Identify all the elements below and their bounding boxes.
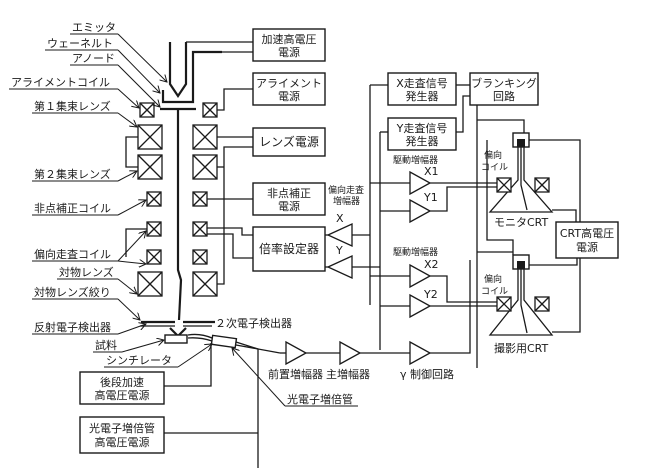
lens-ps-box: レンズ電源: [252, 127, 326, 157]
photo-crt: [488, 254, 554, 336]
emitter-shape: [168, 42, 188, 98]
scan-coil-upper-right: [192, 221, 208, 237]
scintillator-shape: [210, 334, 238, 349]
svg-text:発生器: 発生器: [406, 134, 439, 148]
alignment-coil-left: [139, 102, 155, 118]
label-objective-aperture: 対物レンズ絞り: [34, 285, 111, 299]
label-se-detector: ２次電子検出器: [215, 316, 292, 330]
label-specimen: 試料: [95, 338, 117, 352]
svg-text:Y走査信号: Y走査信号: [396, 121, 448, 135]
label-scan-amp: 偏向走査: [328, 184, 364, 196]
stigmator-coil-right: [192, 191, 208, 207]
label-y1: Y1: [423, 191, 438, 204]
x-scan-gen-box: X走査信号 発生器: [387, 72, 457, 106]
svg-text:電源: 電源: [278, 45, 300, 59]
gamma-control: [409, 340, 432, 366]
svg-text:高電圧電源: 高電圧電源: [95, 435, 150, 449]
preamp: [285, 340, 308, 366]
svg-text:電源: 電源: [278, 199, 300, 213]
label-y2: Y2: [423, 288, 438, 301]
svg-text:後段加速: 後段加速: [100, 375, 144, 389]
svg-text:光電子増倍管: 光電子増倍管: [89, 421, 155, 435]
left-labels: エミッタ ウェーネルト アノード アライメントコイル 第１集束レンズ 第２集束レ…: [9, 21, 212, 368]
crt-hv-box: CRT高電圧 電源: [555, 221, 619, 259]
objective-lens-right: [192, 271, 218, 297]
svg-text:倍率設定器: 倍率設定器: [259, 241, 319, 256]
specimen-shape: [164, 334, 188, 344]
svg-text:非点補正: 非点補正: [267, 187, 311, 200]
svg-text:回路: 回路: [493, 90, 515, 103]
scan-amp-x: [326, 222, 353, 248]
wehnelt-shape: [161, 50, 222, 104]
svg-text:発生器: 発生器: [406, 89, 439, 103]
svg-text:電源: 電源: [576, 240, 598, 254]
second-condenser-right: [192, 154, 218, 180]
label-x1: X1: [424, 165, 439, 178]
blanking-box: ブランキング 回路: [469, 72, 539, 106]
alignment-ps-box: アライメント 電源: [252, 72, 326, 106]
label-deflection-coil-2: 偏向: [484, 273, 502, 285]
label-objective-lens: 対物レンズ: [59, 265, 114, 279]
accel-hv-box: 加速高電圧 電源: [252, 28, 326, 62]
stigmator-coil-left: [146, 191, 162, 207]
scan-coil-lower-left: [146, 249, 162, 265]
label-scan-coil: 偏向走査コイル: [34, 247, 111, 261]
objective-lens-left: [137, 271, 163, 297]
svg-text:加速高電圧: 加速高電圧: [262, 32, 317, 46]
svg-text:高電圧電源: 高電圧電源: [95, 388, 150, 402]
electron-beam: [176, 109, 183, 321]
main-amp: [339, 340, 362, 366]
first-condenser-left: [137, 124, 163, 150]
scan-amp-y: [326, 254, 353, 280]
label-preamp: 前置増幅器: [268, 367, 323, 381]
label-deflection-coil-1: 偏向: [484, 149, 502, 161]
scan-coil-upper-left: [146, 221, 162, 237]
alignment-coil-right: [202, 102, 218, 118]
stig-ps-box: 非点補正 電源: [252, 182, 326, 216]
electron-gun: [160, 41, 222, 111]
label-gamma: γ 制御回路: [400, 367, 454, 381]
label-wehnelt: ウェーネルト: [47, 37, 113, 50]
svg-text:コイル: コイル: [481, 287, 508, 297]
label-main-amp: 主増幅器: [326, 368, 370, 381]
first-condenser-right: [192, 124, 218, 150]
label-anode: アノード: [72, 52, 115, 65]
svg-text:CRT高電圧: CRT高電圧: [560, 226, 614, 240]
label-scintillator: シンチレータ: [106, 354, 172, 367]
svg-text:X走査信号: X走査信号: [396, 76, 448, 90]
svg-text:コイル: コイル: [481, 163, 508, 173]
label-photo-crt: 撮影用CRT: [494, 341, 549, 355]
label-scan-amp-x: X: [336, 212, 344, 225]
post-accel-hv-box: 後段加速 高電圧電源: [79, 371, 165, 405]
second-condenser-left: [137, 154, 163, 180]
label-emitter: エミッタ: [72, 21, 116, 34]
pmt-hv-box: 光電子増倍管 高電圧電源: [79, 416, 165, 454]
svg-text:増幅器: 増幅器: [333, 195, 360, 207]
label-x2: X2: [424, 258, 439, 271]
svg-text:レンズ電源: レンズ電源: [259, 134, 319, 149]
svg-text:アライメント: アライメント: [256, 77, 322, 90]
mag-setter-box: 倍率設定器: [252, 226, 326, 272]
label-stigmator-coil: 非点補正コイル: [34, 202, 111, 215]
label-first-condenser: 第１集束レンズ: [34, 99, 111, 113]
label-pmt: 光電子増倍管: [287, 392, 353, 406]
label-bse-detector: 反射電子検出器: [34, 320, 111, 334]
label-second-condenser: 第２集束レンズ: [34, 167, 111, 181]
y-scan-gen-box: Y走査信号 発生器: [387, 117, 457, 151]
svg-text:電源: 電源: [278, 89, 300, 103]
label-alignment-coil: アライメントコイル: [11, 76, 110, 89]
scan-coil-lower-right: [192, 249, 208, 265]
label-monitor-crt: モニタCRT: [494, 216, 549, 229]
svg-text:ブランキング: ブランキング: [471, 76, 537, 90]
label-scan-amp-y: Y: [335, 244, 343, 257]
label-drive-amp-1: 駆動増幅器: [393, 154, 438, 166]
label-drive-amp-2: 駆動増幅器: [393, 246, 438, 258]
monitor-crt: [488, 132, 554, 213]
